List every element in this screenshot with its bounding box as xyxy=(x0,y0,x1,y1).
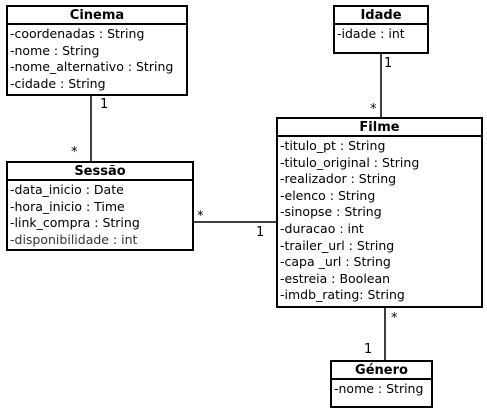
class-filme: Filme -titulo_pt : String -titulo_origin… xyxy=(276,117,483,308)
attribute: -hora_inicio : Time xyxy=(10,198,125,214)
attribute: -realizador : String xyxy=(280,171,397,187)
multiplicity-filme-end-genero: * xyxy=(391,311,398,326)
class-sessao: Sessão -data_inicio : Date -hora_inicio … xyxy=(6,161,194,251)
attribute: -idade : int xyxy=(337,26,405,41)
attribute: -nome_alternativo : String xyxy=(10,59,174,75)
class-filme-name: Filme xyxy=(278,119,481,137)
attribute: -imdb_rating: String xyxy=(280,287,405,303)
attribute: -nome : String xyxy=(10,42,100,58)
class-genero-attributes: -nome : String xyxy=(332,380,431,398)
attribute: -titulo_original : String xyxy=(280,154,420,170)
attribute: -cidade : String xyxy=(10,75,106,91)
class-cinema-name: Cinema xyxy=(8,7,186,25)
multiplicity-filme-end-idade: * xyxy=(370,102,377,117)
class-sessao-name: Sessão xyxy=(8,163,192,181)
multiplicity-cinema-end: 1 xyxy=(100,97,109,112)
attribute: -trailer_url : String xyxy=(280,237,395,253)
class-genero-name: Género xyxy=(332,362,431,380)
attribute: -elenco : String xyxy=(280,187,376,203)
attribute: -link_compra : String xyxy=(10,215,140,231)
multiplicity-idade-end: 1 xyxy=(384,56,393,71)
attribute: -sinopse : String xyxy=(280,204,382,220)
attribute: -data_inicio : Date xyxy=(10,182,124,197)
attribute: -capa _url : String xyxy=(280,254,391,270)
attribute: -estreia : Boolean xyxy=(280,270,391,286)
class-cinema: Cinema -coordenadas : String -nome : Str… xyxy=(6,5,188,96)
class-genero: Género -nome : String xyxy=(330,360,433,408)
multiplicity-filme-end-sessao: 1 xyxy=(256,225,265,240)
multiplicity-genero-end: 1 xyxy=(364,342,373,357)
attribute: -titulo_pt : String xyxy=(280,138,386,153)
multiplicity-sessao-end-filme: * xyxy=(197,209,204,224)
attribute: -nome : String xyxy=(334,381,424,396)
class-sessao-attributes: -data_inicio : Date -hora_inicio : Time … xyxy=(8,181,192,248)
attribute: -duracao : int xyxy=(280,220,364,236)
class-idade: Idade -idade : int xyxy=(333,5,429,54)
class-idade-name: Idade xyxy=(335,7,427,25)
class-idade-attributes: -idade : int xyxy=(335,25,427,43)
class-filme-attributes: -titulo_pt : String -titulo_original : S… xyxy=(278,137,481,304)
class-cinema-attributes: -coordenadas : String -nome : String -no… xyxy=(8,25,186,92)
attribute: -disponibilidade : int xyxy=(10,231,138,247)
multiplicity-sessao-end-cinema: * xyxy=(71,145,78,160)
attribute: -coordenadas : String xyxy=(10,26,145,41)
